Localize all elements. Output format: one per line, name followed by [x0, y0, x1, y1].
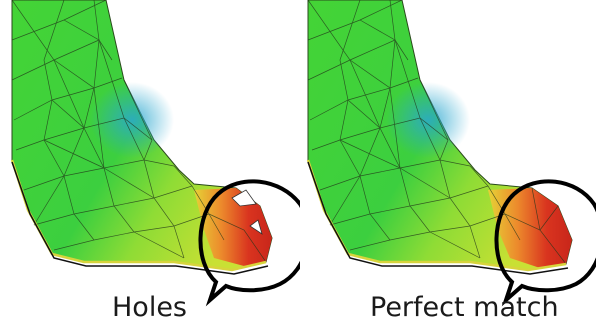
callout-bubble: [198, 179, 300, 307]
mesh-panel-match: Perfect match: [300, 0, 596, 328]
mesh-render-holes: [10, 0, 300, 307]
hole: [231, 189, 257, 207]
mesh-render-match: [306, 0, 596, 307]
mesh-wireframe: [11, 0, 267, 263]
caption-perfect-match: Perfect match: [370, 292, 559, 323]
mesh-wireframe: [307, 0, 567, 265]
mesh-panel-holes: Holes: [4, 0, 300, 328]
red-region: [194, 188, 272, 266]
callout-bubble: [494, 179, 596, 307]
caption-holes: Holes: [112, 292, 188, 323]
red-region: [488, 188, 572, 268]
